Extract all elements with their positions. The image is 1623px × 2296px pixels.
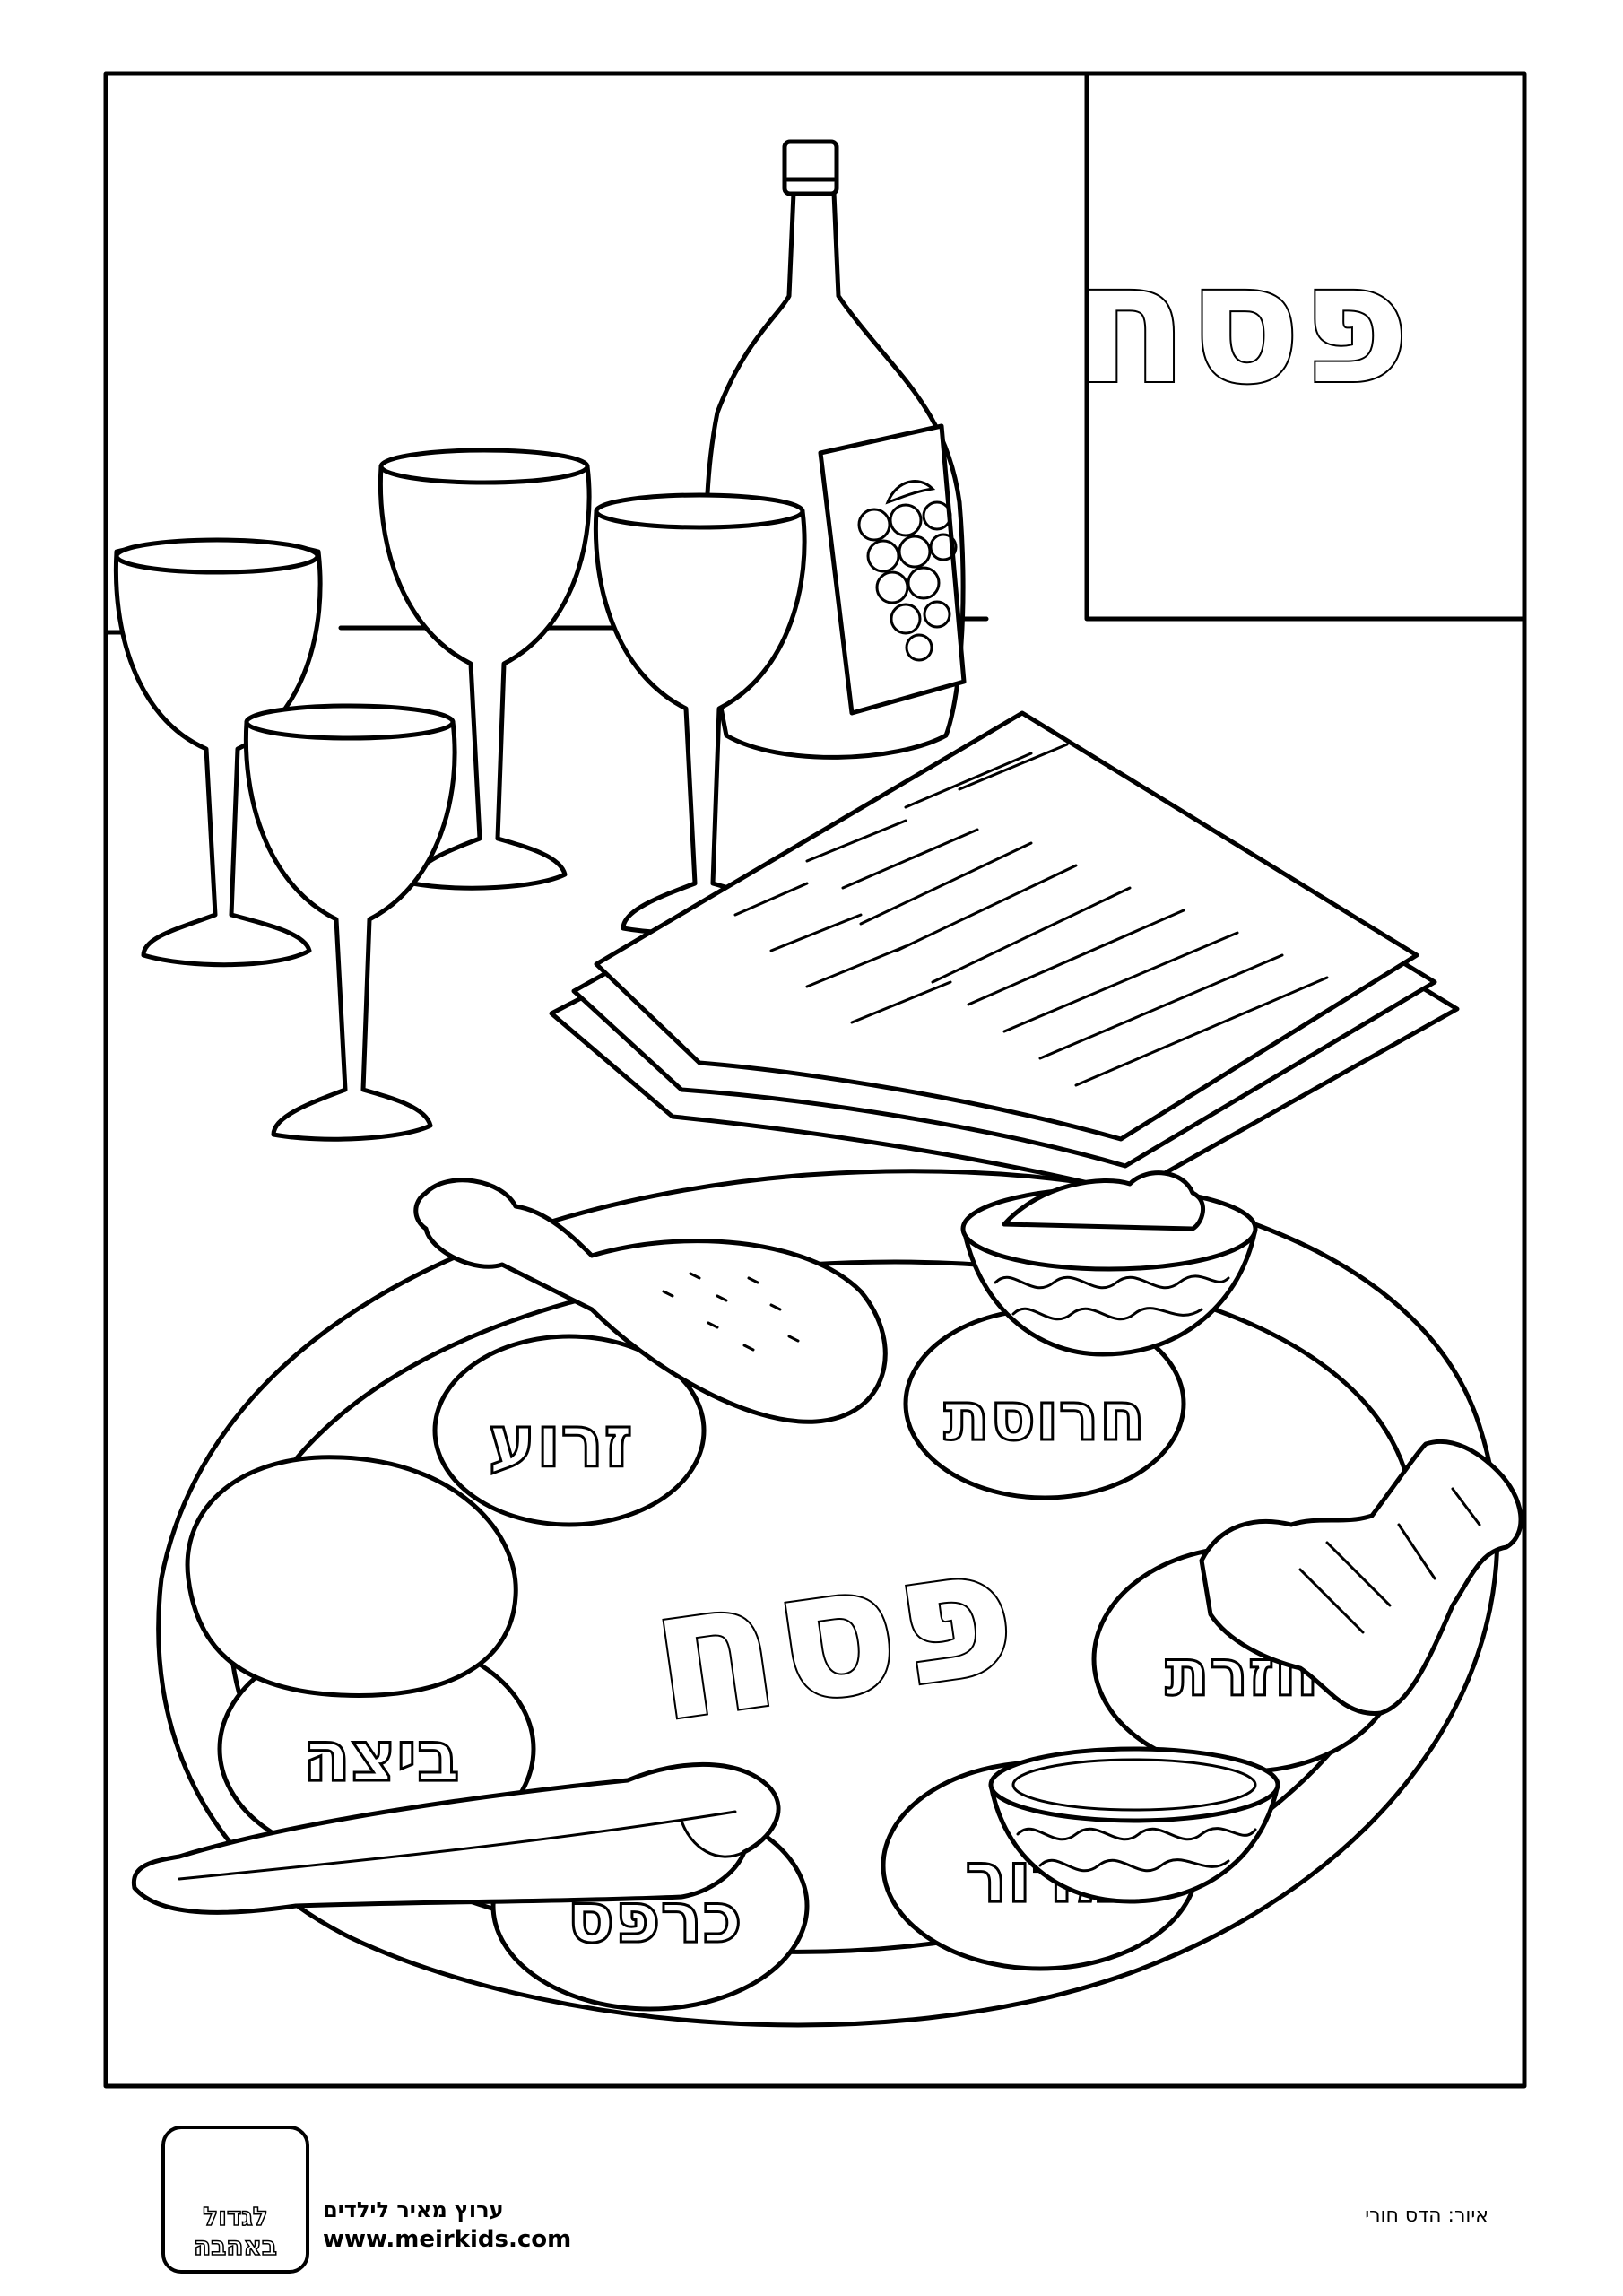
horseradish-icon [1199,1439,1523,1716]
bowl-icon [988,1746,1280,1904]
wine-goblet-icon [243,703,457,1142]
brand-line: ערוץ מאיר לילדים [323,2197,504,2222]
brand-url[interactable]: www.meirkids.com [323,2226,572,2253]
label-beitza: ביצה [302,1717,459,1797]
plate-slot-zroa: זרוע [432,1334,707,1527]
label-zroa: זרוע [489,1400,633,1483]
wine-goblet-icon [378,448,592,891]
illustrator-credit: איור: הדס חורי [1365,2205,1488,2227]
label-charoset: חרוסת [944,1377,1146,1456]
lettuce-icon [131,1761,781,1915]
logo-badge: לגדול באהבה [161,2126,309,2274]
wall-line [1084,71,1527,622]
wine-goblet-icon [113,537,323,968]
wine-goblet-icon [593,492,807,935]
page-frame [103,71,1527,2089]
page-title: פסח [1074,227,1410,421]
logo-text: לגדול באהבה [193,2201,278,2262]
plate-title: פסח [638,1505,1027,1762]
egg-icon [185,1455,518,1698]
matzah-icon [549,710,1460,1196]
bowl-icon [960,1170,1258,1357]
chicken-leg-icon [413,1178,888,1424]
